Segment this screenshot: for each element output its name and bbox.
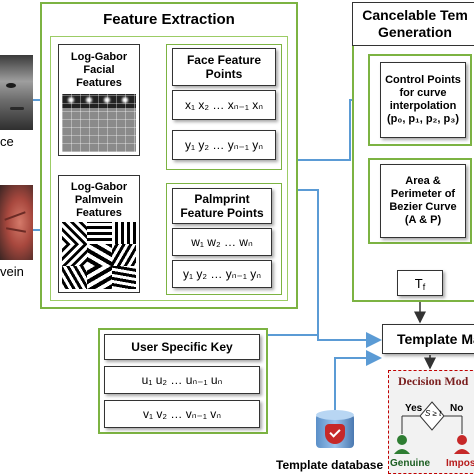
gabor-palm-filters-image (62, 222, 136, 289)
template-db-label: Template database (276, 458, 384, 472)
area-perimeter-box: Area & Perimeter of Bezier Curve (A & P) (380, 164, 466, 238)
decision-no-label: No (450, 403, 464, 414)
decision-condition: S ≥ t (425, 409, 442, 418)
template-matching-box: Template Ma (382, 324, 474, 354)
gabor-facial-filters-image (62, 94, 136, 152)
template-db-icon (316, 410, 354, 450)
feature-extraction-title: Feature Extraction (103, 10, 235, 28)
cancelable-template-panel (352, 2, 474, 302)
face-y-sequence: y₁ y₂ … yₙ₋₁ yₙ (172, 130, 276, 160)
palm-y-sequence: y₁ y₂ … yₙ₋₁ yₙ (172, 260, 272, 288)
face-feature-points-title: Face Feature Points (172, 48, 276, 86)
user-key-v-sequence: v₁ v₂ … vₙ₋₁ vₙ (104, 400, 260, 428)
genuine-label: Genuine (390, 458, 431, 469)
face-x-sequence: x₁ x₂ … xₙ₋₁ xₙ (172, 90, 276, 120)
palm-feature-points-title: Palmprint Feature Points (172, 188, 272, 224)
face-photo (0, 55, 33, 130)
user-key-title: User Specific Key (104, 334, 260, 360)
face-label: ce (0, 134, 14, 149)
log-gabor-palm-label: Log-Gabor Palmvein Features (70, 180, 128, 219)
db-to-match-arrow (334, 350, 382, 410)
impostor-label: Impost (446, 458, 474, 469)
cancelable-template-title: Cancelable Tem Generation (352, 2, 474, 46)
feature-extraction-inner (50, 36, 288, 301)
user-key-u-sequence: u₁ u₂ … uₙ₋₁ uₙ (104, 366, 260, 394)
log-gabor-facial-label: Log-Gabor Facial Features (70, 50, 128, 89)
decision-diagram (394, 401, 470, 454)
decision-module-title: Decision Mod (398, 374, 469, 388)
palm-photo (0, 185, 33, 260)
palm-label: vein (0, 264, 24, 279)
palm-w-sequence: w₁ w₂ … wₙ (172, 228, 272, 256)
decision-yes-label: Yes (405, 403, 423, 414)
control-points-box: Control Points for curve interpolation (… (380, 62, 466, 138)
